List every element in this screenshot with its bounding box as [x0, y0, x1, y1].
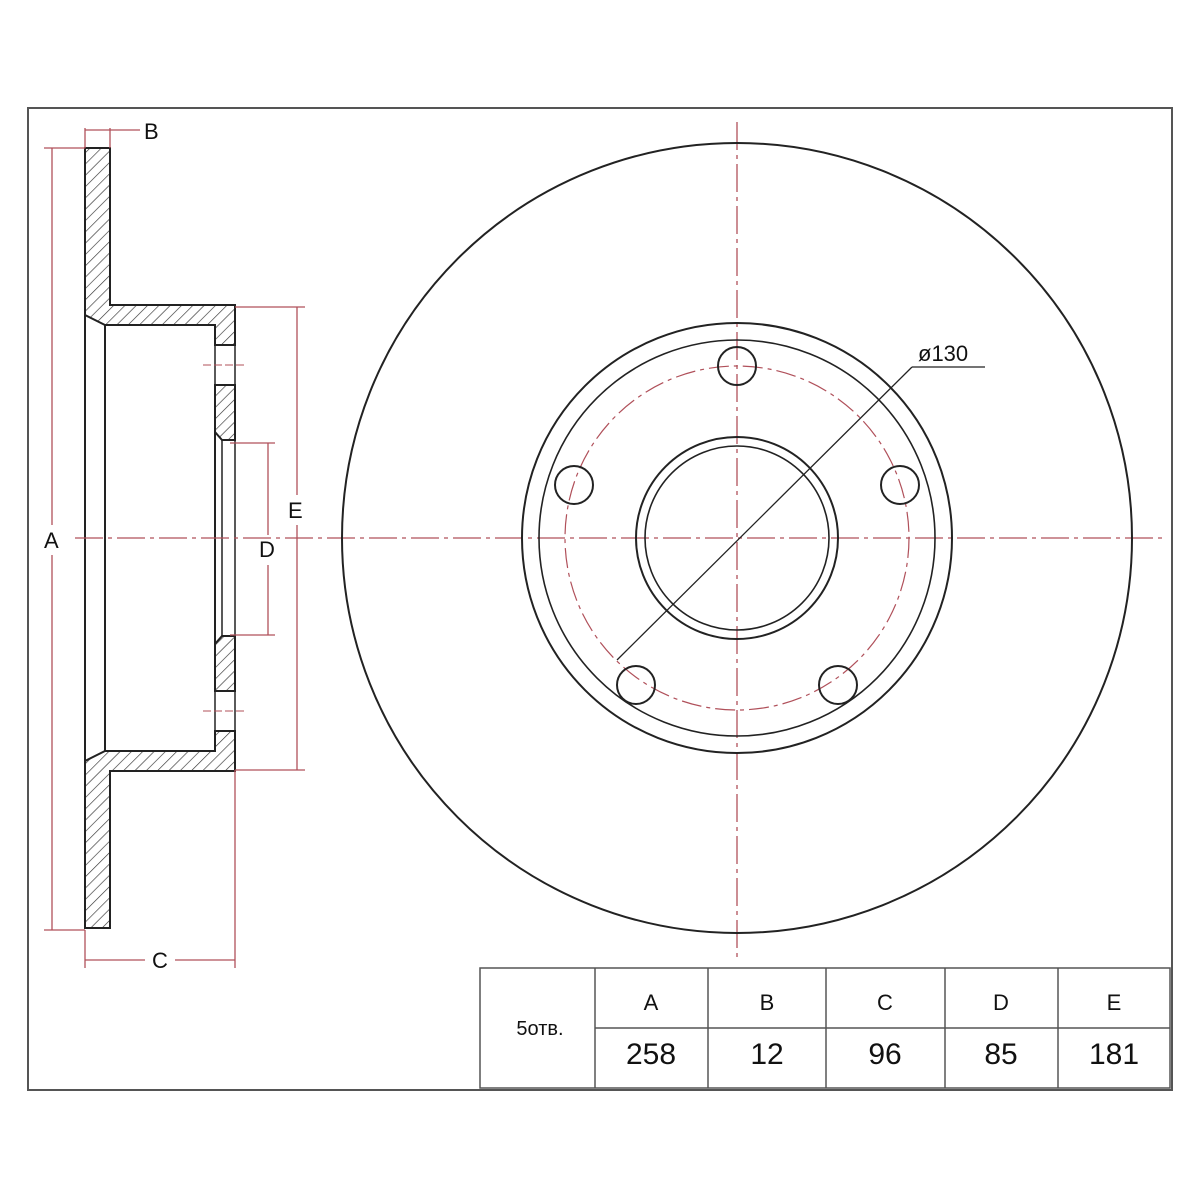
- table-header: C: [877, 990, 893, 1015]
- dimensions-table: [479, 967, 1171, 1089]
- hub-outer-circle: [521, 322, 953, 754]
- bolt-hole: [717, 346, 757, 386]
- label-d: D: [259, 537, 275, 562]
- section-lower: [84, 730, 236, 929]
- bolt-hole: [616, 665, 656, 705]
- table-value: 85: [984, 1038, 1017, 1071]
- label-c: C: [152, 948, 168, 973]
- disc-outer-circle: [341, 142, 1133, 934]
- table-value: 258: [626, 1038, 676, 1071]
- bolt-circle: [564, 365, 910, 711]
- bolt-hole: [554, 465, 594, 505]
- table-header: A: [644, 990, 659, 1015]
- center-bore-inner: [644, 445, 830, 631]
- table-row-label: 5отв.: [516, 1018, 563, 1040]
- center-bore-outer: [635, 436, 839, 640]
- table-header: B: [760, 990, 775, 1015]
- table-header: D: [993, 990, 1009, 1015]
- bolt-circle-label: ø130: [918, 341, 968, 366]
- table-value: 96: [868, 1038, 901, 1071]
- label-a: A: [44, 528, 59, 553]
- front-view: [341, 142, 1133, 934]
- label-b: B: [144, 119, 159, 144]
- dimension-lines: [44, 122, 1165, 968]
- table-header: E: [1107, 990, 1122, 1015]
- section-view: [84, 147, 245, 929]
- drawing-frame: [27, 107, 1173, 1091]
- bolt-hole: [880, 465, 920, 505]
- section-upper: [84, 147, 236, 346]
- table-value: 12: [750, 1038, 783, 1071]
- label-e: E: [288, 498, 303, 523]
- table-value: 181: [1089, 1038, 1139, 1071]
- bolt-hole: [818, 665, 858, 705]
